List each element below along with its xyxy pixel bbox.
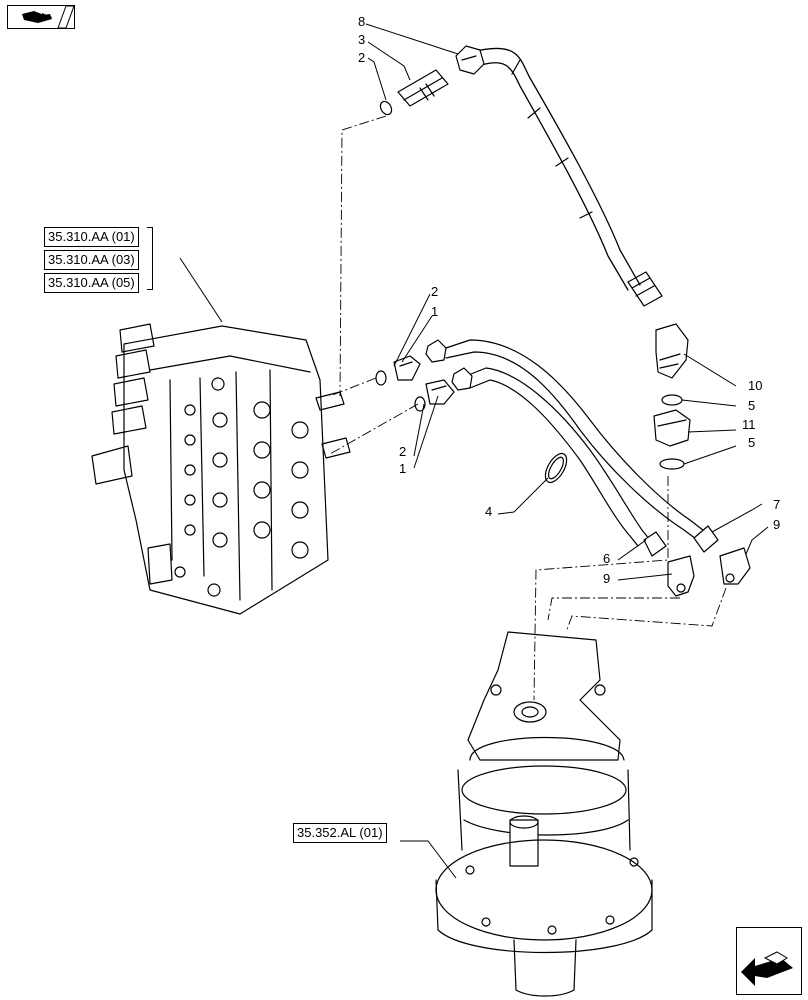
o-ring-mid-lower bbox=[414, 396, 426, 412]
elbow-9-right bbox=[719, 547, 751, 585]
elbow-10 bbox=[655, 323, 689, 379]
callout-10: 10 bbox=[748, 378, 763, 393]
fitting-11 bbox=[653, 409, 691, 447]
callout-3: 3 bbox=[358, 32, 366, 47]
callout-1-mid-upper: 1 bbox=[431, 304, 439, 319]
callout-2-mid-upper: 2 bbox=[431, 284, 439, 299]
return-nav-icon[interactable] bbox=[736, 927, 802, 995]
pipe-lower bbox=[465, 367, 651, 541]
o-ring-5-lower bbox=[659, 458, 685, 470]
o-ring-5-upper bbox=[661, 394, 683, 406]
fitting-3 bbox=[397, 69, 449, 107]
callout-4: 4 bbox=[485, 504, 493, 519]
control-valve-block bbox=[91, 323, 351, 615]
o-ring-top bbox=[379, 100, 393, 116]
pipe-end-6 bbox=[643, 531, 667, 557]
reference-bracket bbox=[147, 227, 153, 290]
ref-3531aa-05[interactable]: 35.310.AA (05) bbox=[44, 273, 139, 293]
adapter-1-upper bbox=[393, 355, 421, 381]
pipe-end-7 bbox=[693, 525, 719, 553]
callout-5-lower: 5 bbox=[748, 435, 756, 450]
reference-stack: 35.310.AA (01) 35.310.AA (03) 35.310.AA … bbox=[44, 227, 139, 296]
callout-6: 6 bbox=[603, 551, 611, 566]
callout-7: 7 bbox=[773, 497, 781, 512]
forward-nav-icon[interactable] bbox=[7, 5, 75, 29]
swing-motor bbox=[435, 631, 653, 997]
seal-ring-4 bbox=[544, 452, 568, 484]
elbow-9-left bbox=[667, 555, 695, 597]
ref-3531aa-01[interactable]: 35.310.AA (01) bbox=[44, 227, 139, 247]
callout-2-mid-lower: 2 bbox=[399, 444, 407, 459]
callout-9-right: 9 bbox=[773, 517, 781, 532]
o-ring-mid-upper bbox=[375, 370, 387, 386]
swivel-nut-top bbox=[455, 45, 485, 75]
pipe-upper bbox=[445, 339, 709, 535]
pipe-nut-lower bbox=[451, 367, 473, 391]
pipe-nut-upper bbox=[425, 339, 447, 363]
callout-11: 11 bbox=[742, 417, 756, 432]
hose-top bbox=[471, 47, 641, 286]
ref-35352al-01[interactable]: 35.352.AL (01) bbox=[293, 823, 387, 843]
callout-9-left: 9 bbox=[603, 571, 611, 586]
callout-2-top: 2 bbox=[358, 50, 366, 65]
callout-1-mid-lower: 1 bbox=[399, 461, 407, 476]
callout-8: 8 bbox=[358, 14, 366, 29]
motor-flange bbox=[435, 839, 653, 941]
ref-3531aa-03[interactable]: 35.310.AA (03) bbox=[44, 250, 139, 270]
hose-end-fitting bbox=[627, 271, 663, 307]
adapter-1-lower bbox=[425, 379, 455, 405]
callout-5-upper: 5 bbox=[748, 398, 756, 413]
